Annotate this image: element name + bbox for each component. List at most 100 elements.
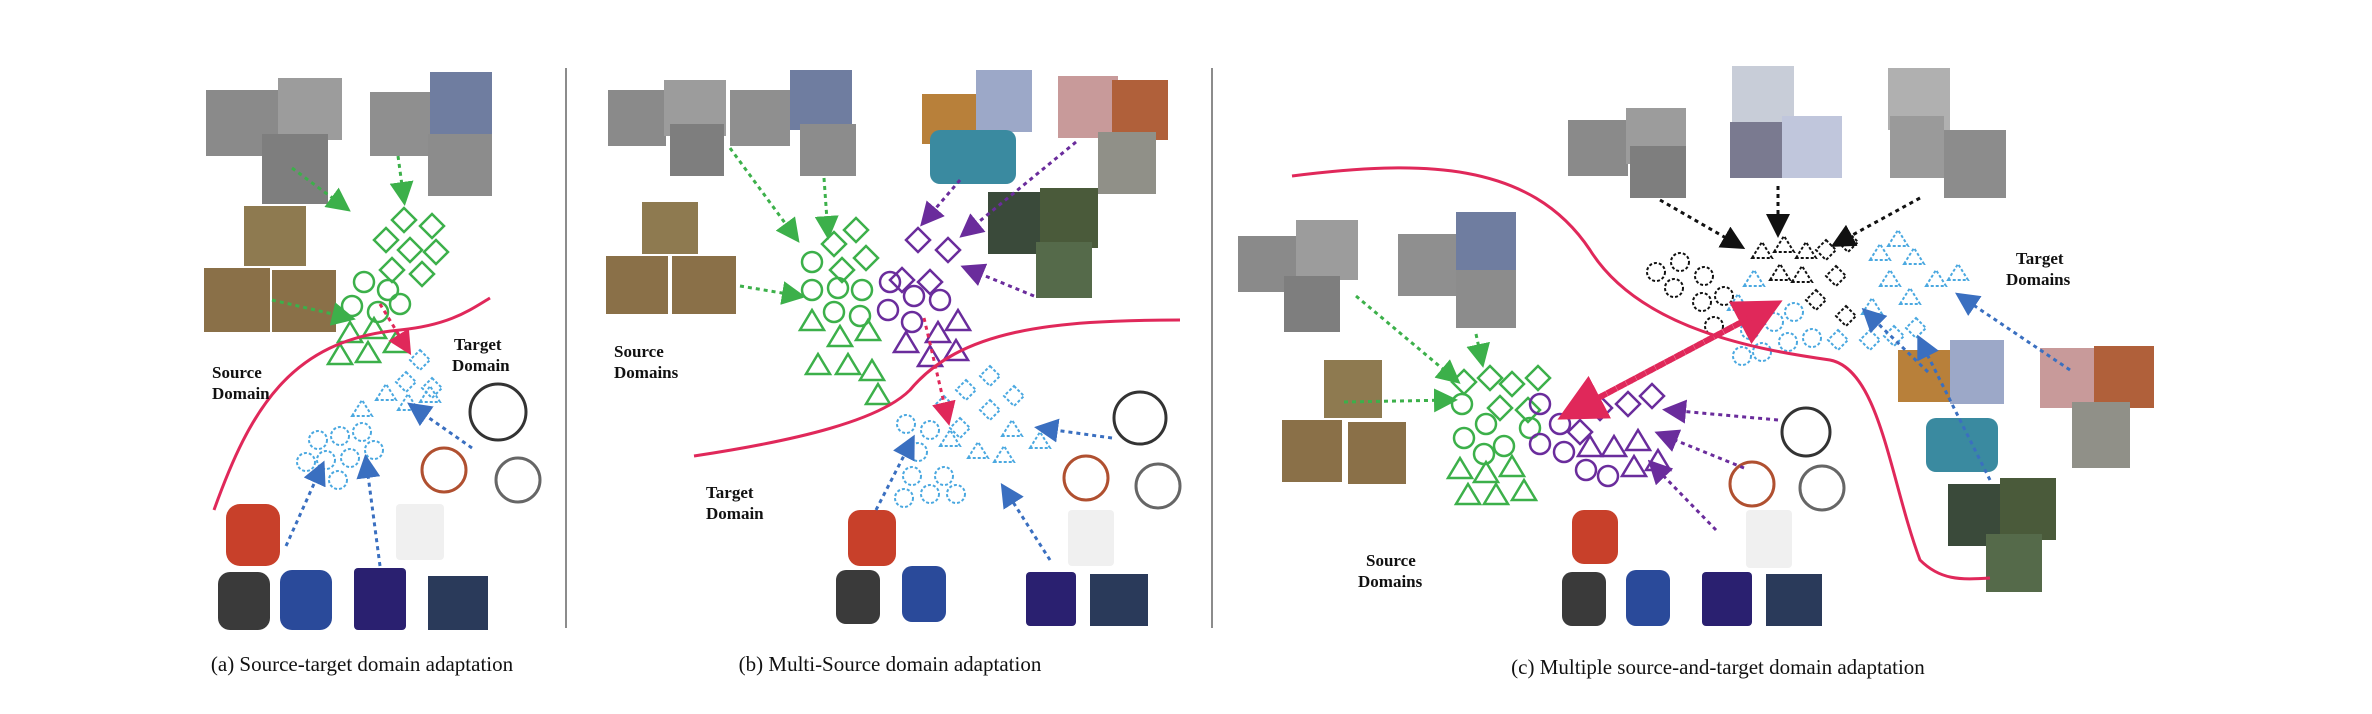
mug-photo	[606, 256, 668, 314]
backpack-photo	[1898, 350, 1956, 402]
bicycle-photo	[730, 90, 790, 146]
backpack-photo	[218, 572, 270, 630]
backpack-photo	[1284, 276, 1340, 332]
target-samples	[894, 364, 1052, 508]
backpack-photo	[670, 124, 724, 176]
mapping-arrow	[1955, 292, 2071, 372]
mapping-arrow	[1917, 334, 1992, 481]
bicycle-photo	[1798, 464, 1846, 512]
mapping-arrow	[356, 454, 382, 567]
mapping-arrow	[1343, 388, 1458, 413]
mapping-arrow	[922, 317, 956, 426]
bicycle-photo	[1780, 406, 1832, 458]
mug-photo	[1348, 422, 1406, 484]
mapping-arrow	[1654, 429, 1745, 470]
mapping-arrow	[739, 281, 806, 305]
mug-photo	[1282, 420, 1342, 482]
backpack-photo	[1572, 510, 1618, 564]
bicycle-photo	[2000, 478, 2056, 540]
domain-boundary	[693, 318, 1181, 458]
source-samples	[1445, 364, 1552, 506]
bicycle-photo	[790, 70, 852, 130]
mug-photo	[1068, 510, 1114, 566]
bicycle-photo	[1986, 534, 2042, 592]
bicycle-photo	[1456, 212, 1516, 274]
mapping-arrow	[728, 147, 800, 243]
mapping-arrow	[1659, 198, 1746, 249]
bicycle-photo	[1134, 462, 1182, 510]
bicycle-photo	[370, 92, 430, 156]
caption-b: (b) Multi-Source domain adaptation	[739, 652, 1042, 676]
mapping-arrow	[271, 298, 356, 326]
mapping-arrow	[1830, 196, 1921, 247]
mug-photo	[2094, 346, 2154, 408]
mapping-arrow	[378, 303, 412, 356]
backpack-photo	[608, 90, 666, 146]
backpack-photo	[280, 570, 332, 630]
backpack-photo	[902, 566, 946, 622]
bicycle-photo	[494, 456, 542, 504]
caption-a: (a) Source-target domain adaptation	[211, 652, 514, 676]
source-samples	[797, 216, 893, 406]
mug-photo	[2040, 348, 2096, 408]
bicycle-photo	[800, 124, 856, 176]
backpack-photo	[1926, 418, 1998, 472]
target-samples	[1726, 228, 1970, 366]
mug-photo	[1112, 80, 1168, 140]
mug-photo	[1324, 360, 1382, 418]
mug-photo	[204, 268, 270, 332]
bicycle-photo	[1890, 116, 1944, 178]
domain-boundary	[1291, 166, 1991, 581]
bicycle-photo	[1456, 270, 1516, 328]
mapping-arrow	[1034, 418, 1113, 443]
mug-photo	[1702, 572, 1752, 626]
backpack-photo	[930, 130, 1016, 184]
target-samples	[1646, 230, 1860, 336]
backpack-photo	[226, 504, 280, 566]
mug-photo	[428, 576, 488, 630]
mug-photo	[1098, 132, 1156, 194]
backpack-photo	[278, 78, 342, 140]
mapping-arrow	[284, 460, 326, 547]
mug-photo	[2072, 402, 2130, 468]
mug-photo	[1730, 122, 1786, 178]
bicycle-photo	[1036, 242, 1092, 298]
mug-photo	[244, 206, 306, 266]
bicycle-photo	[1728, 460, 1776, 508]
mug-photo	[1782, 116, 1842, 178]
mapping-arrow	[959, 140, 1077, 238]
mug-photo	[354, 568, 406, 630]
bicycle-photo	[1944, 130, 2006, 198]
mug-photo	[396, 504, 444, 560]
target-samples	[296, 348, 444, 490]
backpack-photo	[836, 570, 880, 624]
mapping-arrow	[389, 155, 414, 206]
mug-photo	[1058, 76, 1118, 138]
backpack-photo	[1568, 120, 1628, 176]
mapping-arrow	[291, 166, 351, 212]
mug-photo	[1746, 510, 1792, 568]
bicycle-photo	[420, 446, 468, 494]
mapping-arrow	[874, 434, 915, 511]
backpack-photo	[1630, 146, 1686, 198]
mug-photo	[672, 256, 736, 314]
mapping-arrow	[1355, 294, 1461, 384]
backpack-photo	[848, 510, 896, 566]
bicycle-photo	[430, 72, 492, 134]
bicycle-photo	[1040, 188, 1098, 248]
mapping-arrow	[814, 177, 839, 240]
backpack-photo	[1626, 570, 1670, 626]
mug-photo	[1766, 574, 1822, 626]
mapping-arrow	[1647, 459, 1718, 532]
backpack-photo	[976, 70, 1032, 132]
bicycle-photo	[1062, 454, 1110, 502]
domain-boundary	[212, 296, 491, 511]
mug-photo	[1090, 574, 1148, 626]
